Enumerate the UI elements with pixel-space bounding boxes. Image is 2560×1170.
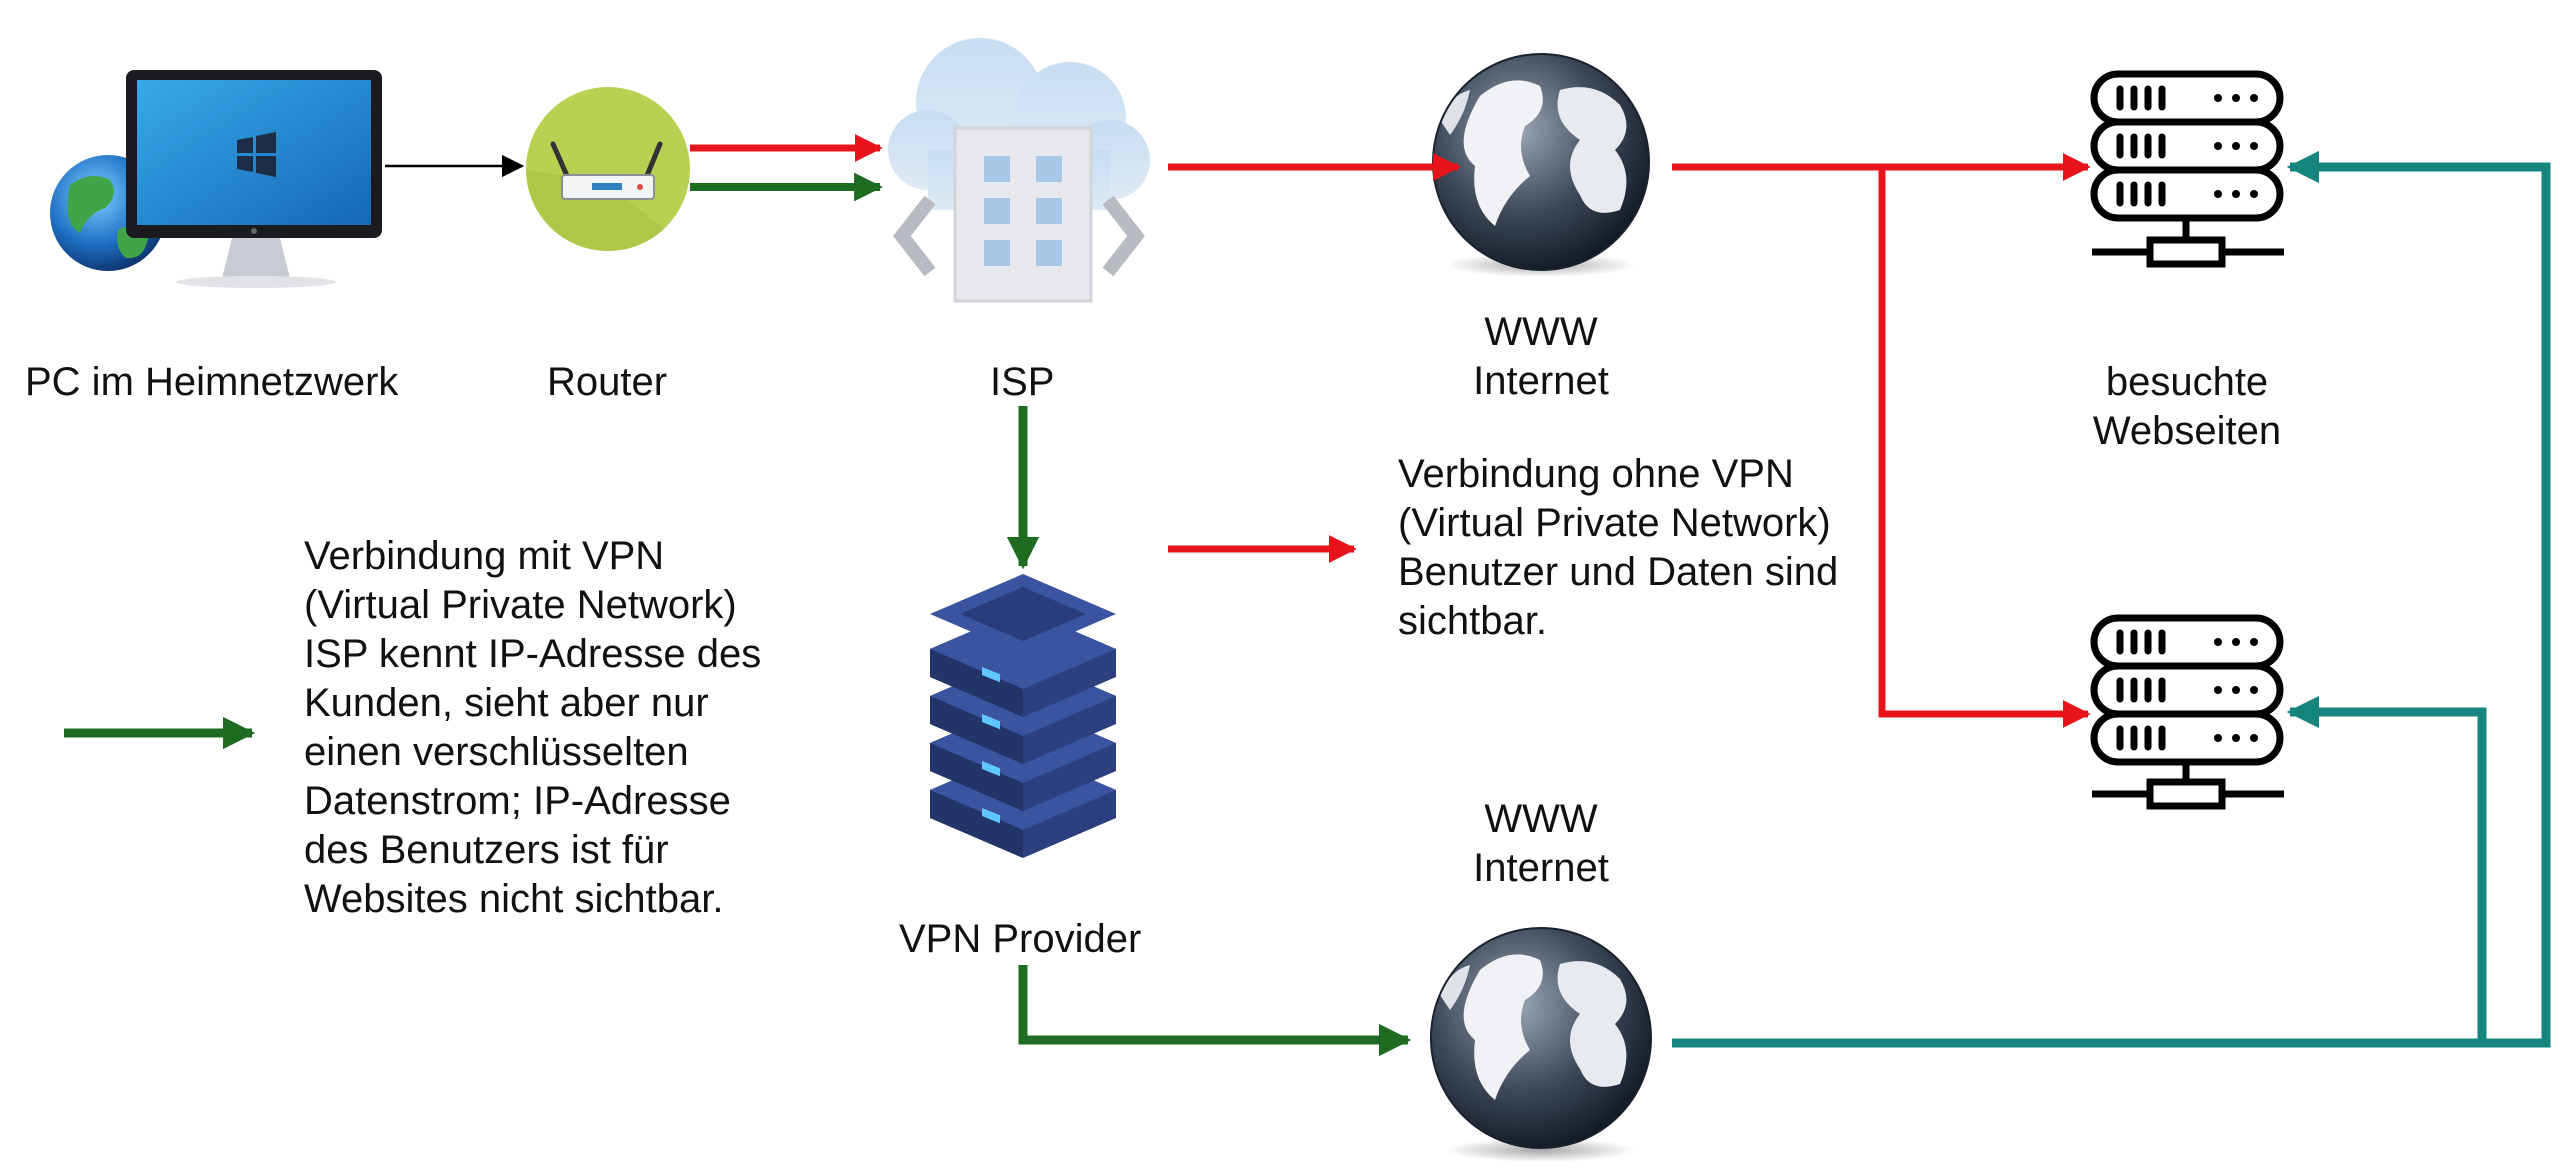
vpn-label: VPN Provider [899, 917, 1142, 961]
websites-label-line1: besuchte [2105, 360, 2269, 404]
legend-without-vpn-line: Benutzer und Daten sind [1398, 550, 1839, 594]
legend-without-vpn-line: (Virtual Private Network) [1398, 501, 1831, 545]
legend-with-vpn-line: ISP kennt IP-Adresse des [304, 632, 762, 676]
internet-top-label: WWW Internet [1441, 308, 1641, 406]
legend-with-vpn-text: Verbindung mit VPN (Virtual Private Netw… [304, 532, 761, 924]
server-stack-icon [930, 574, 1116, 858]
internet-websites-red-branch [1878, 167, 2091, 728]
cloud-building-icon [888, 38, 1150, 303]
internet-top-label-line2: Internet [1473, 359, 1609, 403]
legend-with-vpn-line: Kunden, sieht aber nur [304, 681, 709, 725]
internet-top-label-line1: WWW [1484, 310, 1598, 354]
vpn-internet-green-arrow [1018, 965, 1412, 1057]
globe-icon-bottom [1430, 927, 1652, 1162]
legend-with-vpn-line: Websites nicht sichtbar. [304, 877, 724, 921]
pc-monitor-globe-icon [50, 70, 382, 288]
legend-with-vpn-line: Verbindung mit VPN [304, 534, 665, 578]
pc-label: PC im Heimnetzwerk [25, 360, 399, 404]
globe-icon-top [1432, 53, 1650, 277]
router-icon [526, 87, 690, 252]
isp-label: ISP [990, 360, 1055, 404]
server-rack-icon-top [2090, 70, 2284, 268]
internet-bottom-label-line1: WWW [1484, 797, 1598, 841]
server-rack-icon-bottom [2090, 614, 2284, 810]
websites-label: besuchte Webseiten [2087, 358, 2287, 456]
router-label: Router [547, 360, 668, 404]
legend-with-vpn-line: (Virtual Private Network) [304, 583, 737, 627]
legend-without-vpn-text: Verbindung ohne VPN (Virtual Private Net… [1398, 450, 1838, 646]
internet-websites-teal-bottom [2286, 695, 2487, 1043]
legend-with-vpn-line: einen verschlüsselten [304, 730, 689, 774]
legend-with-vpn-line: des Benutzers ist für [304, 828, 669, 872]
internet-websites-teal-top [1672, 150, 2551, 1048]
websites-label-line2: Webseiten [2092, 409, 2282, 453]
legend-without-vpn-line: Verbindung ohne VPN [1398, 452, 1794, 496]
internet-bottom-label-line2: Internet [1473, 846, 1609, 890]
legend-with-vpn-line: Datenstrom; IP-Adresse [304, 779, 731, 823]
legend-without-vpn-line: sichtbar. [1398, 599, 1547, 643]
internet-bottom-label: WWW Internet [1441, 795, 1641, 893]
